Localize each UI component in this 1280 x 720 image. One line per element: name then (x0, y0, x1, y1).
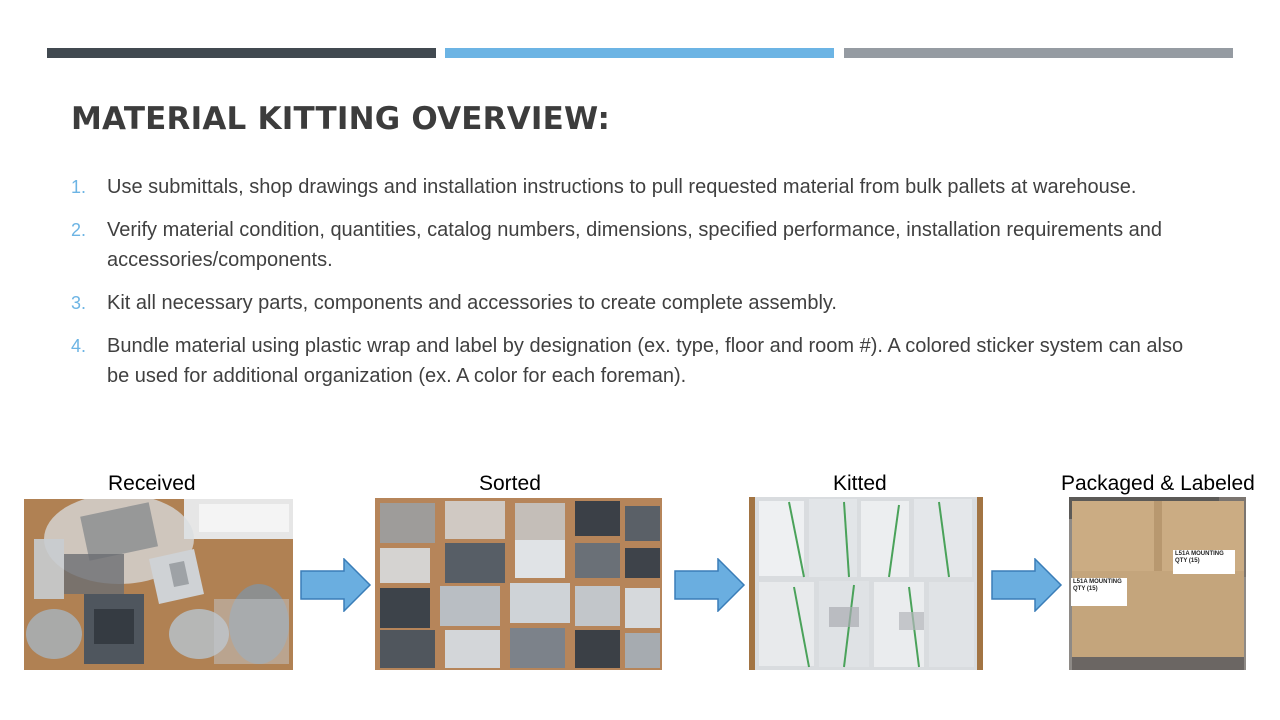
list-number: 3. (71, 293, 87, 313)
slide-title: MATERIAL KITTING OVERVIEW: (71, 101, 611, 137)
list-item: 2. Verify material condition, quantities,… (71, 215, 1201, 275)
stage-label-sorted: Sorted (479, 472, 541, 495)
packaged-photo: L51A MOUNTING QTY (15) L51A MOUNTING QTY… (1069, 497, 1246, 670)
list-item: 3. Kit all necessary parts, components an… (71, 288, 1201, 318)
box-label: L51A MOUNTING QTY (15) (1173, 550, 1235, 574)
stage-label-received: Received (108, 472, 196, 495)
list-number: 2. (71, 220, 87, 240)
accent-bar-gray (844, 48, 1233, 58)
list-text: Kit all necessary parts, components and … (107, 292, 837, 314)
stage-label-kitted: Kitted (833, 472, 887, 495)
list-number: 1. (71, 177, 87, 197)
arrow-right-icon (300, 558, 372, 612)
steps-list: 1. Use submittals, shop drawings and inst… (71, 172, 1201, 404)
accent-bar-blue (445, 48, 834, 58)
list-text: Bundle material using plastic wrap and l… (107, 335, 1184, 387)
list-item: 1. Use submittals, shop drawings and inst… (71, 172, 1201, 202)
accent-bar-dark (47, 48, 436, 58)
sorted-photo (375, 498, 662, 670)
list-text: Verify material condition, quantities, c… (107, 219, 1162, 271)
arrow-right-icon (991, 558, 1063, 612)
received-photo (24, 499, 293, 670)
stage-label-packaged: Packaged & Labeled (1061, 472, 1255, 495)
list-item: 4. Bundle material using plastic wrap and… (71, 331, 1201, 391)
list-number: 4. (71, 336, 87, 356)
box-label: L51A MOUNTING QTY (15) (1071, 578, 1127, 606)
kitted-photo (749, 497, 983, 670)
list-text: Use submittals, shop drawings and instal… (107, 176, 1137, 198)
arrow-right-icon (674, 558, 746, 612)
